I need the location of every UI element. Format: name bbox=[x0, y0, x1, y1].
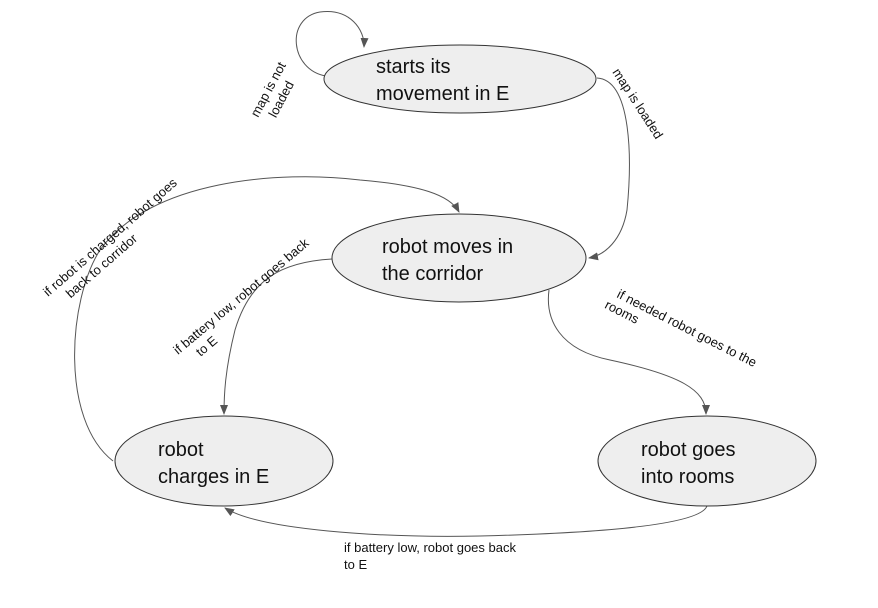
edge-label-map-not-loaded: map is not loaded bbox=[247, 59, 296, 120]
state-label-line: starts its bbox=[376, 56, 450, 78]
state-label-line: movement in E bbox=[376, 83, 509, 105]
edge-label-map-loaded: map is loaded bbox=[609, 65, 666, 141]
edge-charged-to-corridor bbox=[74, 176, 460, 462]
state-label-line: the corridor bbox=[382, 263, 483, 285]
edge-label-line: to E bbox=[344, 557, 367, 572]
edge-label-line: if robot is charged, robot goes bbox=[40, 175, 180, 299]
edge-map-loaded bbox=[588, 77, 630, 261]
edge-label-line: map is loaded bbox=[609, 65, 666, 141]
edge-label-battery-low-rooms: if battery low, robot goes back to E bbox=[344, 540, 516, 572]
edge-label-line: if battery low, robot goes back bbox=[170, 235, 312, 357]
edge-label-needed-rooms: if needed robot goes to the rooms bbox=[602, 286, 760, 370]
state-label-line: robot goes bbox=[641, 439, 736, 461]
state-label-line: charges in E bbox=[158, 466, 269, 488]
state-label-line: into rooms bbox=[641, 466, 734, 488]
edge-corridor-to-rooms bbox=[547, 289, 710, 415]
state-charges: robot charges in E bbox=[114, 415, 334, 507]
state-starts-movement: starts its movement in E bbox=[323, 44, 597, 114]
edge-label-line: if needed robot goes to the bbox=[615, 286, 760, 370]
state-label-line: robot bbox=[158, 439, 204, 461]
edge-label-line: if battery low, robot goes back bbox=[344, 540, 516, 555]
edge-rooms-to-charge bbox=[224, 505, 708, 537]
state-into-rooms: robot goes into rooms bbox=[597, 415, 817, 507]
state-label-line: robot moves in bbox=[382, 236, 513, 258]
edge-corridor-to-charge bbox=[220, 258, 333, 415]
edge-map-not-loaded bbox=[295, 11, 369, 77]
edge-label-charged-back: if robot is charged, robot goes back to … bbox=[40, 175, 180, 301]
state-corridor: robot moves in the corridor bbox=[331, 213, 587, 303]
